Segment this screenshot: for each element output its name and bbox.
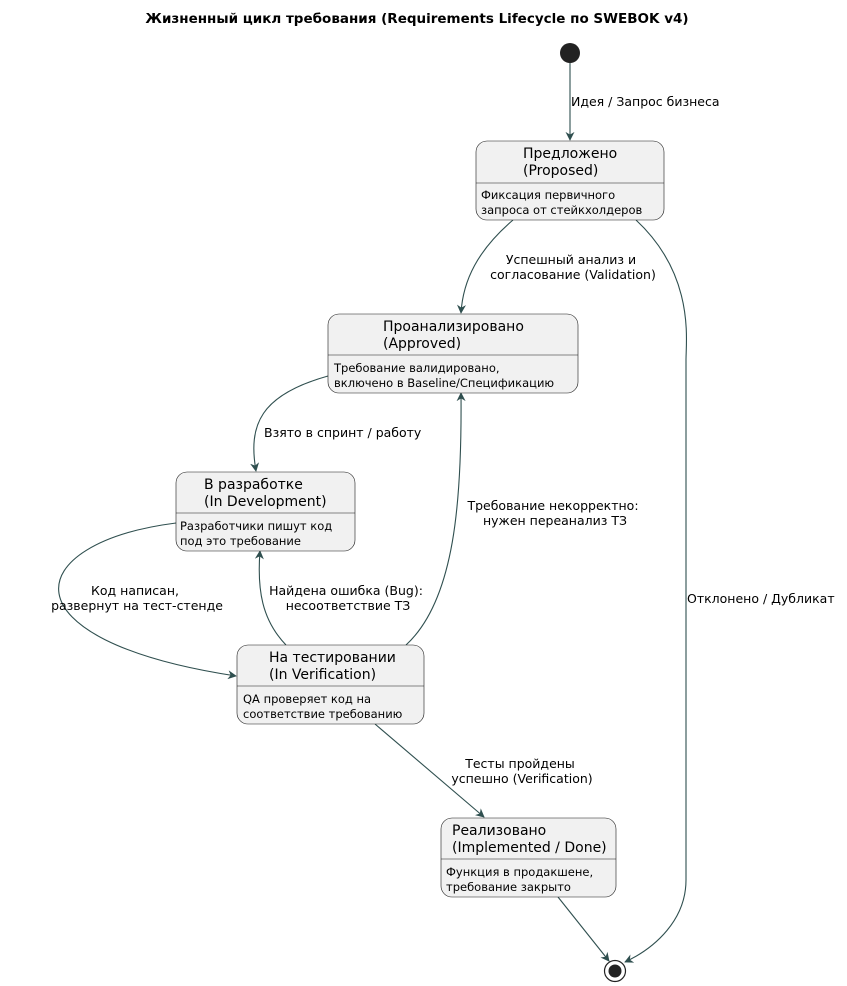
state-approved-name: Проанализировано (Approved) (383, 319, 528, 352)
label-verification-to-approved: Требование некорректно: нужен переанализ… (466, 498, 642, 528)
state-implemented: Реализовано (Implemented / Done) Функция… (440, 817, 617, 898)
initial-state-node (560, 43, 580, 63)
state-implemented-description: Функция в продакшене, требование закрыто (446, 865, 597, 894)
state-proposed-name: Предложено (Proposed) (523, 146, 622, 179)
final-state-node (603, 959, 627, 983)
state-approved-description: Требование валидировано, включено в Base… (333, 361, 554, 390)
label-verification-to-development: Найдена ошибка (Bug): несоответствие ТЗ (269, 583, 427, 613)
state-in-development-description: Разработчики пишут код под это требовани… (180, 519, 336, 548)
label-verification-to-implemented: Тесты пройдены успешно (Verification) (451, 756, 592, 786)
edge-labels: Идея / Запрос бизнеса Успешный анализ и … (51, 94, 835, 786)
state-in-development-name: В разработке (In Development) (204, 477, 327, 510)
label-proposed-to-end: Отклонено / Дубликат (687, 591, 835, 606)
state-in-development: В разработке (In Development) Разработчи… (175, 471, 356, 552)
state-implemented-name: Реализовано (Implemented / Done) (452, 823, 607, 856)
diagram-title: Жизненный цикл требования (Requirements … (145, 11, 688, 27)
edge-verification-to-implemented (374, 723, 485, 818)
edges (58, 63, 688, 963)
state-in-verification: На тестировании (In Verification) QA про… (236, 644, 425, 725)
edge-verification-to-development (254, 550, 287, 646)
edge-proposed-to-end (624, 219, 688, 963)
state-in-verification-name: На тестировании (In Verification) (269, 650, 400, 683)
edge-development-to-verification (58, 522, 237, 680)
state-proposed: Предложено (Proposed) Фиксация первичног… (475, 140, 665, 221)
label-development-to-verification: Код написан, развернут на тест-стенде (51, 583, 223, 613)
state-in-verification-description: QA проверяет код на соответствие требова… (243, 692, 403, 721)
state-approved: Проанализировано (Approved) Требование в… (327, 313, 579, 394)
label-start-to-proposed: Идея / Запрос бизнеса (571, 94, 720, 109)
label-approved-to-development: Взято в спринт / работу (264, 425, 422, 440)
edge-proposed-to-approved (457, 219, 514, 314)
edge-approved-to-development (250, 375, 329, 472)
label-proposed-to-approved: Успешный анализ и согласование (Validati… (490, 252, 656, 282)
edge-implemented-to-end (557, 896, 610, 962)
edge-verification-to-approved (405, 392, 466, 646)
state-proposed-description: Фиксация первичного запроса от стейкхолд… (481, 188, 643, 217)
